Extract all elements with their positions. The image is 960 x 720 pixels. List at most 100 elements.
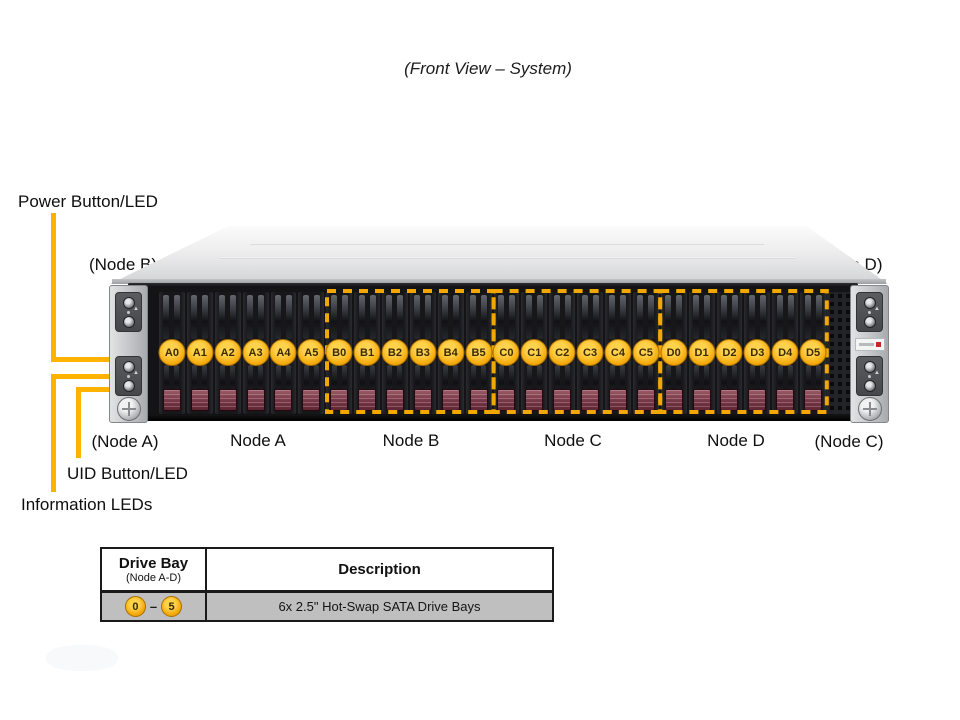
drive-slot-top [772, 295, 798, 339]
drive-slot-top [187, 295, 213, 339]
drive-label-badge: C5 [632, 339, 660, 366]
drive-slot-bottom [521, 365, 547, 390]
uid-callout-line-vertical [76, 387, 81, 458]
drive-slot-bottom [772, 365, 798, 390]
drive-bay-table: Drive Bay (Node A-D) Description 0 – 5 6… [100, 547, 554, 622]
drive-slot-top [633, 295, 659, 339]
drive-slot-top [410, 295, 436, 339]
table-cell-bay-range: 0 – 5 [102, 593, 207, 620]
drive-tray: A5 [297, 292, 325, 414]
drive-slot-bottom [549, 365, 575, 390]
info-callout-line-vertical [51, 374, 56, 492]
caption-node-d: Node D [707, 431, 765, 450]
drive-label-badge: B3 [409, 339, 437, 366]
drive-slot-top [494, 295, 520, 339]
drive-latch [330, 389, 349, 411]
drive-label-badge: A4 [269, 339, 297, 366]
drive-latch [190, 389, 209, 411]
drive-label-badge: A3 [242, 339, 270, 366]
left-control-panel-ear: ▲ ▲ [109, 285, 148, 423]
drive-label-badge: B4 [437, 339, 465, 366]
drive-tray: C1 [520, 292, 548, 414]
drive-slot-bottom [800, 365, 826, 390]
power-callout-line-vertical [51, 213, 56, 361]
drive-label-badge: D4 [771, 339, 799, 366]
drive-slot-top [382, 295, 408, 339]
drive-tray: D5 [799, 292, 827, 414]
drive-slot-top [661, 295, 687, 339]
drive-tray: C0 [492, 292, 520, 414]
power-button-icon [864, 361, 876, 373]
drive-slot-bottom [494, 365, 520, 390]
drive-slot-top [549, 295, 575, 339]
drive-label-badge: D2 [715, 339, 743, 366]
drive-label-badge: B0 [325, 339, 353, 366]
warning-triangle-icon: ▲ [874, 370, 880, 376]
drive-latch [469, 389, 488, 411]
drive-label-badge: C4 [604, 339, 632, 366]
right-control-panel-ear: ▲ ▲ [850, 285, 889, 423]
bay-number-badge-start: 0 [124, 596, 146, 617]
drive-label-badge: C3 [576, 339, 604, 366]
right-upper-control-panel: ▲ [856, 292, 883, 332]
uid-callout-line-horizontal [76, 387, 120, 392]
drive-slot-top [521, 295, 547, 339]
information-leds-label: Information LEDs [21, 495, 153, 514]
drive-tray: B3 [409, 292, 437, 414]
table-header-description: Description [338, 561, 421, 578]
uid-button-icon [864, 380, 876, 392]
drive-latch [692, 389, 711, 411]
drive-slot-top [689, 295, 715, 339]
drive-latch [246, 389, 265, 411]
page-title: (Front View – System) [404, 59, 572, 78]
warning-triangle-icon: ▲ [133, 306, 139, 312]
drive-tray: B1 [353, 292, 381, 414]
drive-slot-bottom [410, 365, 436, 390]
drive-latch [776, 389, 795, 411]
table-header-row: Drive Bay (Node A-D) Description [102, 549, 552, 593]
power-button-icon [123, 361, 135, 373]
drive-slot-top [243, 295, 269, 339]
drive-latch [162, 389, 181, 411]
drive-slot-top [354, 295, 380, 339]
caption-node-b: Node B [382, 431, 440, 450]
drive-slot-bottom [215, 365, 241, 390]
drive-tray: C2 [548, 292, 576, 414]
drive-tray: D4 [771, 292, 799, 414]
drive-slot-top [215, 295, 241, 339]
information-led [127, 375, 130, 378]
table-data-row: 0 – 5 6x 2.5" Hot-Swap SATA Drive Bays [102, 593, 552, 620]
table-header-drive-bay: Drive Bay (Node A-D) [102, 549, 207, 590]
left-upper-control-panel: ▲ [115, 292, 142, 332]
drive-slot-bottom [326, 365, 352, 390]
drive-tray: B0 [325, 292, 353, 414]
drive-slot-top [744, 295, 770, 339]
drive-slot-bottom [271, 365, 297, 390]
drive-latch [608, 389, 627, 411]
status-led [868, 311, 871, 314]
drive-slot-bottom [605, 365, 631, 390]
table-cell-description: 6x 2.5" Hot-Swap SATA Drive Bays [278, 599, 481, 614]
drive-latch [441, 389, 460, 411]
cover-seam [218, 257, 795, 259]
drive-tray: D0 [660, 292, 688, 414]
warning-triangle-icon: ▲ [874, 306, 880, 312]
information-led [868, 375, 871, 378]
drive-latch [497, 389, 516, 411]
drive-label-badge: C0 [492, 339, 520, 366]
cover-seam [250, 243, 764, 245]
corner-label-node-a: (Node A) [91, 432, 159, 451]
drive-tray: B5 [465, 292, 493, 414]
drive-slot-bottom [661, 365, 687, 390]
drive-slot-top [326, 295, 352, 339]
power-callout-line-horizontal [51, 357, 120, 362]
chassis-front-lip [112, 279, 886, 284]
drive-label-badge: D1 [688, 339, 716, 366]
drive-label-badge: A1 [186, 339, 214, 366]
range-dash: – [149, 599, 158, 614]
drive-slot-bottom [187, 365, 213, 390]
drive-latch [804, 389, 823, 411]
info-callout-line-horizontal [51, 374, 120, 379]
faint-watermark [46, 645, 118, 671]
